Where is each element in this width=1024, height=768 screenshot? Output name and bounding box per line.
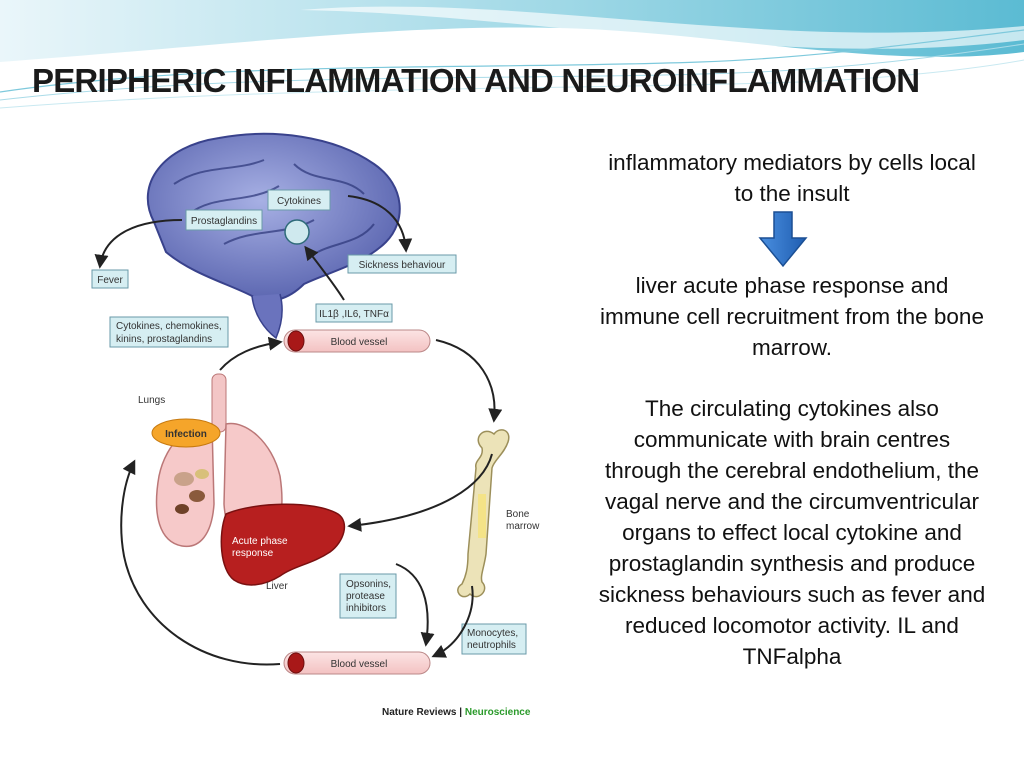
svg-text:Opsonins, protease: Opsonins, protease inhibitors <box>346 579 394 614</box>
cytokines-paragraph: The circulating cytokines also communica… <box>598 396 986 669</box>
slide-title: PERIPHERIC INFLAMMATION AND NEUROINFLAMM… <box>32 62 920 99</box>
liver-response-paragraph: liver acute phase response and immune ce… <box>600 273 984 360</box>
svg-text:Fever: Fever <box>97 275 123 286</box>
cytokines-label: Cytokines <box>267 189 331 211</box>
inflammation-diagram: Cytokines Prostaglandins Fever Sickness … <box>91 132 540 718</box>
svg-text:Nature Reviews | Neuroscience: Nature Reviews | Neuroscience <box>382 707 531 718</box>
svg-text:Prostaglandins: Prostaglandins <box>191 216 257 227</box>
prostaglandins-label: Prostaglandins <box>185 209 263 231</box>
bone-marrow-label: Bone marrow <box>506 509 540 532</box>
svg-text:Cytokines: Cytokines <box>277 196 321 207</box>
blood-vessel-bottom: Blood vessel <box>283 651 431 675</box>
svg-text:Blood vessel: Blood vessel <box>331 337 388 348</box>
monocytes-label: Monocytes, neutrophils <box>461 623 527 655</box>
fever-label: Fever <box>91 269 129 289</box>
svg-text:Cytokines, chemokines,: Cytokines, chemokines, <box>116 321 222 332</box>
sickness-behaviour-label: Sickness behaviour <box>347 254 457 274</box>
mediators-label: IL1β ,IL6, TNFα <box>315 303 393 323</box>
liver-label: Liver <box>266 581 288 592</box>
svg-text:Sickness behaviour: Sickness behaviour <box>359 260 446 271</box>
source-credit: Nature Reviews | Neuroscience <box>382 707 531 718</box>
blood-vessel-top: Blood vessel <box>283 329 431 353</box>
liver-illustration <box>220 503 346 586</box>
cytokines-chemokines-label: Cytokines, chemokines, kinins, prostagla… <box>109 316 229 348</box>
lungs-label: Lungs <box>138 395 165 406</box>
bone-illustration <box>457 429 510 598</box>
acute-phase-label: Acute phase response <box>232 536 290 559</box>
svg-text:Monocytes, neutrophils: Monocytes, neutrophils <box>467 628 521 651</box>
svg-text:Blood vessel: Blood vessel <box>331 659 388 670</box>
opsonins-label: Opsonins, protease inhibitors <box>339 573 397 619</box>
svg-text:Infection: Infection <box>165 429 207 440</box>
infection-label: Infection <box>151 418 221 448</box>
mediators-paragraph: inflammatory mediators by cells local to… <box>608 150 976 206</box>
svg-text:IL1β ,IL6, TNFα: IL1β ,IL6, TNFα <box>319 309 389 320</box>
svg-text:kinins, prostaglandins: kinins, prostaglandins <box>116 334 212 345</box>
flow-arrows <box>94 195 503 666</box>
down-arrow-icon <box>758 211 808 268</box>
header-wave-banner <box>0 0 1024 120</box>
